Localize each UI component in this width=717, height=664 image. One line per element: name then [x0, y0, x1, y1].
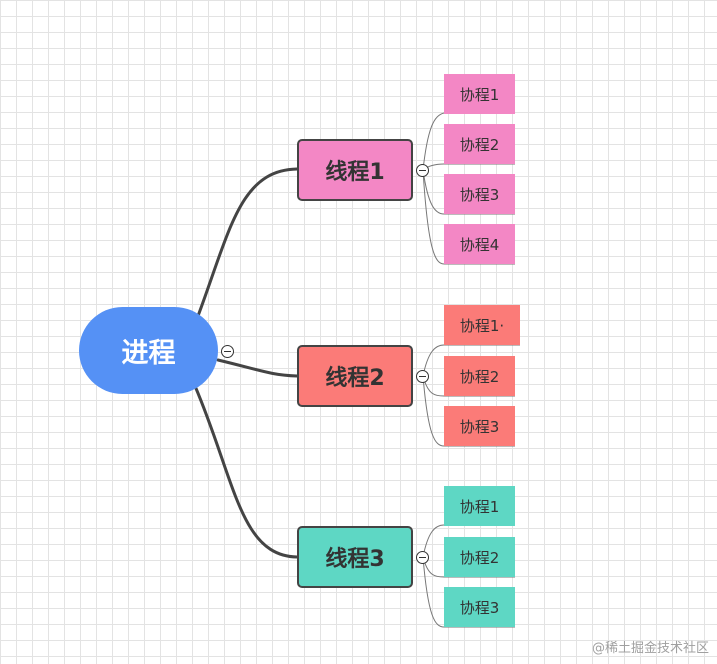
link-root-thread3: [193, 384, 299, 559]
collapse-thread2-icon[interactable]: [416, 370, 429, 383]
coroutine-node[interactable]: 协程1: [444, 486, 515, 526]
thread-node-3[interactable]: 线程3: [297, 526, 413, 588]
coroutine-node[interactable]: 协程1·: [444, 305, 520, 345]
coroutine-node[interactable]: 协程1: [444, 74, 515, 114]
collapse-root-icon[interactable]: [221, 345, 234, 358]
link-thread1-coroutine4: [422, 169, 445, 265]
coroutine-node[interactable]: 协程2: [444, 537, 515, 577]
thread-node-1[interactable]: 线程1: [297, 139, 413, 201]
collapse-thread1-icon[interactable]: [416, 164, 429, 177]
link-root-thread1: [196, 167, 299, 318]
root-node[interactable]: 进程: [79, 307, 218, 394]
coroutine-node[interactable]: 协程4: [444, 224, 515, 264]
coroutine-node[interactable]: 协程3: [444, 587, 515, 627]
link-thread1-coroutine1: [422, 112, 445, 171]
coroutine-node[interactable]: 协程3: [444, 406, 515, 446]
thread-node-2[interactable]: 线程2: [297, 345, 413, 407]
coroutine-node[interactable]: 协程2: [444, 124, 515, 164]
link-thread1-coroutine3: [422, 169, 445, 215]
link-root-thread2: [216, 358, 299, 378]
link-thread2-coroutine3: [422, 375, 445, 447]
coroutine-node[interactable]: 协程2: [444, 356, 515, 396]
link-thread3-coroutine3: [422, 556, 445, 628]
collapse-thread3-icon[interactable]: [416, 551, 429, 564]
watermark: @稀土掘金技术社区: [591, 641, 709, 656]
coroutine-node[interactable]: 协程3: [444, 174, 515, 214]
